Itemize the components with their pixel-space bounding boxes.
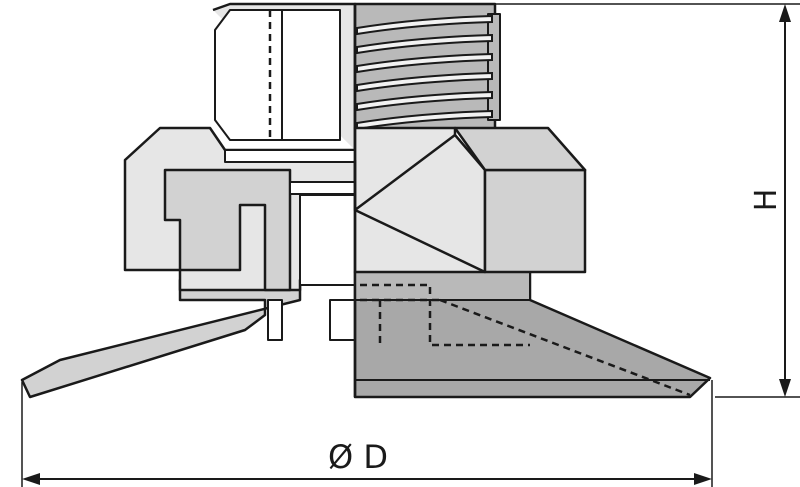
thread-ridge [356,109,493,131]
left-plate-bottom [289,181,356,195]
right-thread-top [487,13,501,121]
thread-ridge [356,33,493,55]
hex-nut [353,126,487,274]
height-label: H [749,189,784,212]
thread-ridge [356,71,493,93]
height-arrow-bottom [779,379,791,397]
height-arrow-top [779,4,791,22]
left-section-half [20,2,357,399]
height-dimension: H [495,3,800,398]
hex-nut-right-face [483,168,587,274]
right-exterior-half [353,2,712,399]
left-lip [20,278,302,399]
hex-nut-top-face [453,126,587,172]
thread-ridge [356,52,493,74]
diameter-arrow-left [22,473,40,485]
left-plate-top [224,149,356,163]
left-hub-cavity [214,9,341,141]
left-lower-stub [267,299,283,341]
left-lower-stub-2 [329,299,356,341]
right-hidden-lines [360,283,691,397]
left-inner-column [299,194,356,286]
thread-ridge [356,14,493,36]
diameter-arrow-right [694,473,712,485]
diameter-label: Ø D [328,438,388,476]
right-cup-collar [354,271,531,301]
left-clamp-ring [163,168,292,292]
thread-ridge [356,90,493,112]
thread-lines [356,14,493,131]
diameter-dimension: Ø D [21,380,713,487]
